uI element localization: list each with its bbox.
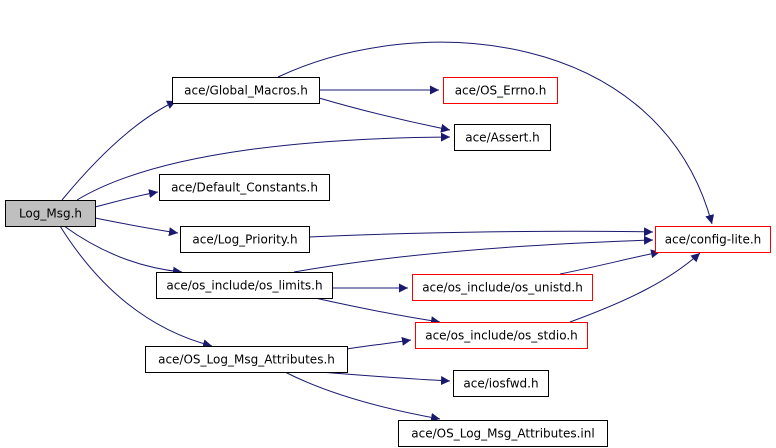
node-box	[453, 370, 549, 397]
edge-log_msg-to-os_log_msg_attributes	[59, 225, 213, 349]
node-box	[145, 346, 348, 373]
node-os_stdio[interactable]: ace/os_include/os_stdio.h	[415, 322, 588, 349]
node-label: ace/iosfwd.h	[463, 377, 538, 391]
edge-global_macros-to-assert	[318, 97, 451, 133]
node-os_log_msg_attributes[interactable]: ace/OS_Log_Msg_Attributes.h	[145, 346, 348, 373]
node-os_log_msg_attributes_inl[interactable]: ace/OS_Log_Msg_Attributes.inl	[398, 420, 608, 447]
node-box	[5, 200, 96, 227]
edge-log_msg-to-default_constants	[94, 189, 159, 208]
edge-log_msg-to-global_macros	[61, 100, 177, 201]
edge-log_msg-to-log_priority	[94, 217, 179, 237]
node-os_limits[interactable]: ace/os_include/os_limits.h	[156, 272, 333, 299]
node-log_msg[interactable]: Log_Msg.h	[5, 200, 96, 227]
node-os_errno[interactable]: ace/OS_Errno.h	[443, 77, 558, 104]
edge-os_limits-to-config_lite	[293, 235, 654, 273]
edge-os_unistd-to-config_lite	[559, 249, 661, 275]
edge-global_macros-to-config_lite	[277, 41, 715, 225]
node-label: ace/Assert.h	[465, 131, 540, 145]
node-log_priority[interactable]: ace/Log_Priority.h	[180, 226, 310, 253]
node-box	[172, 77, 320, 104]
edge-os_limits-to-os_stdio	[314, 297, 441, 326]
node-label: Log_Msg.h	[19, 207, 82, 221]
edge-os_log_msg_attributes-to-os_log_msg_attributes_inl	[284, 371, 441, 422]
edge-log_msg-to-assert	[76, 132, 451, 201]
edge-os_log_msg_attributes-to-iosfwd	[319, 371, 451, 386]
node-label: ace/OS_Log_Msg_Attributes.h	[158, 353, 335, 367]
node-box	[415, 322, 588, 349]
node-label: ace/Default_Constants.h	[171, 181, 318, 195]
node-default_constants[interactable]: ace/Default_Constants.h	[159, 174, 330, 201]
node-box	[443, 77, 558, 104]
edge-log_msg-to-os_limits	[63, 225, 183, 276]
node-label: ace/config-lite.h	[665, 233, 762, 247]
node-box	[398, 420, 608, 447]
node-os_unistd[interactable]: ace/os_include/os_unistd.h	[412, 274, 593, 301]
edge-os_stdio-to-config_lite	[569, 252, 701, 323]
node-label: ace/OS_Log_Msg_Attributes.inl	[411, 427, 594, 441]
node-label: ace/OS_Errno.h	[455, 84, 547, 98]
node-label: ace/Global_Macros.h	[184, 84, 308, 98]
node-global_macros[interactable]: ace/Global_Macros.h	[172, 77, 320, 104]
nodes-layer: Log_Msg.h ace/Global_Macros.h ace/OS_Errno…	[5, 77, 771, 447]
node-label: ace/os_include/os_stdio.h	[425, 329, 578, 343]
node-box	[454, 124, 551, 151]
edges-layer	[59, 41, 715, 422]
node-box	[655, 226, 771, 253]
node-label: ace/Log_Priority.h	[192, 233, 297, 247]
node-box	[412, 274, 593, 301]
node-box	[159, 174, 330, 201]
node-label: ace/os_include/os_limits.h	[166, 279, 322, 293]
node-assert[interactable]: ace/Assert.h	[454, 124, 551, 151]
edge-log_priority-to-config_lite	[308, 227, 654, 238]
node-label: ace/os_include/os_unistd.h	[422, 281, 583, 295]
node-box	[156, 272, 333, 299]
node-config_lite[interactable]: ace/config-lite.h	[655, 226, 771, 253]
node-box	[180, 226, 310, 253]
node-iosfwd[interactable]: ace/iosfwd.h	[453, 370, 549, 397]
edge-os_log_msg_attributes-to-os_stdio	[346, 336, 412, 350]
